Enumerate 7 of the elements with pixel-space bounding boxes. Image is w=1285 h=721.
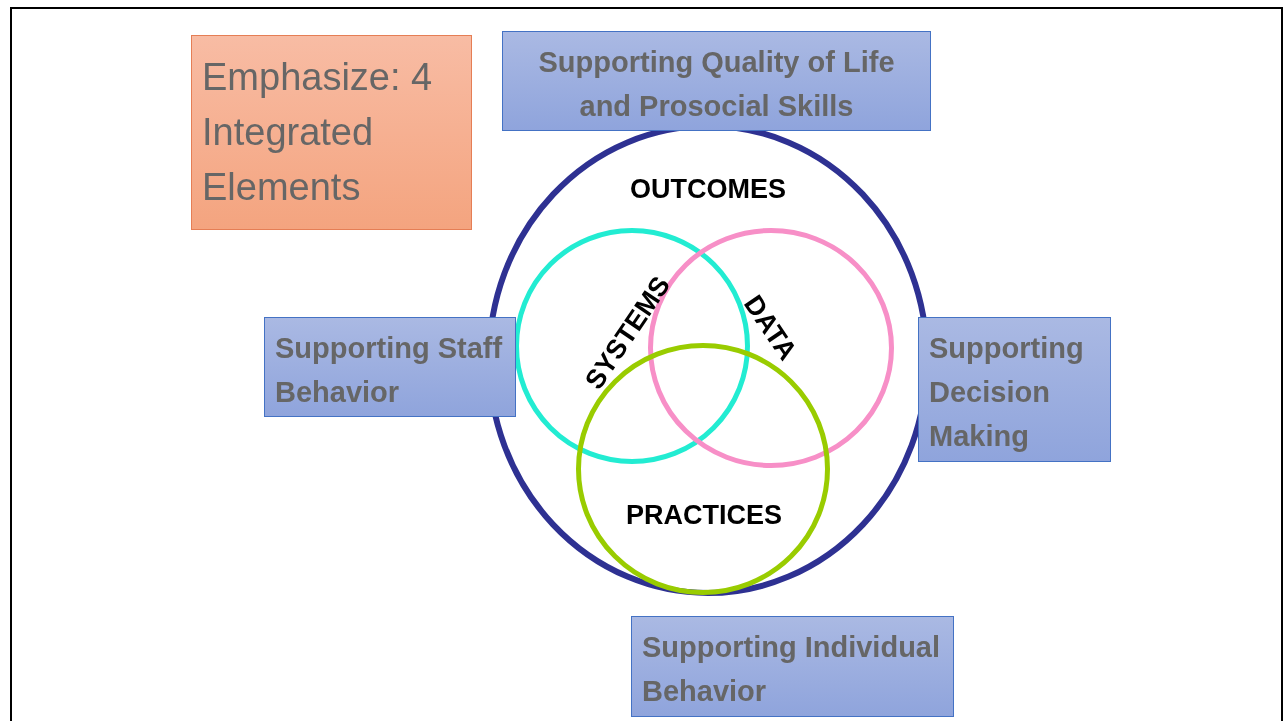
circle-label: PRACTICES: [626, 499, 782, 531]
callout-box: Supporting Quality of Life and Prosocial Skills: [502, 31, 931, 131]
callout-box: Supporting Decision Making: [918, 317, 1111, 462]
callout-box: Supporting Individual Behavior: [631, 616, 954, 717]
callout-box: Supporting Staff Behavior: [264, 317, 516, 417]
circle-label: OUTCOMES: [630, 173, 786, 205]
callout-box: Emphasize: 4 Integrated Elements: [191, 35, 472, 230]
